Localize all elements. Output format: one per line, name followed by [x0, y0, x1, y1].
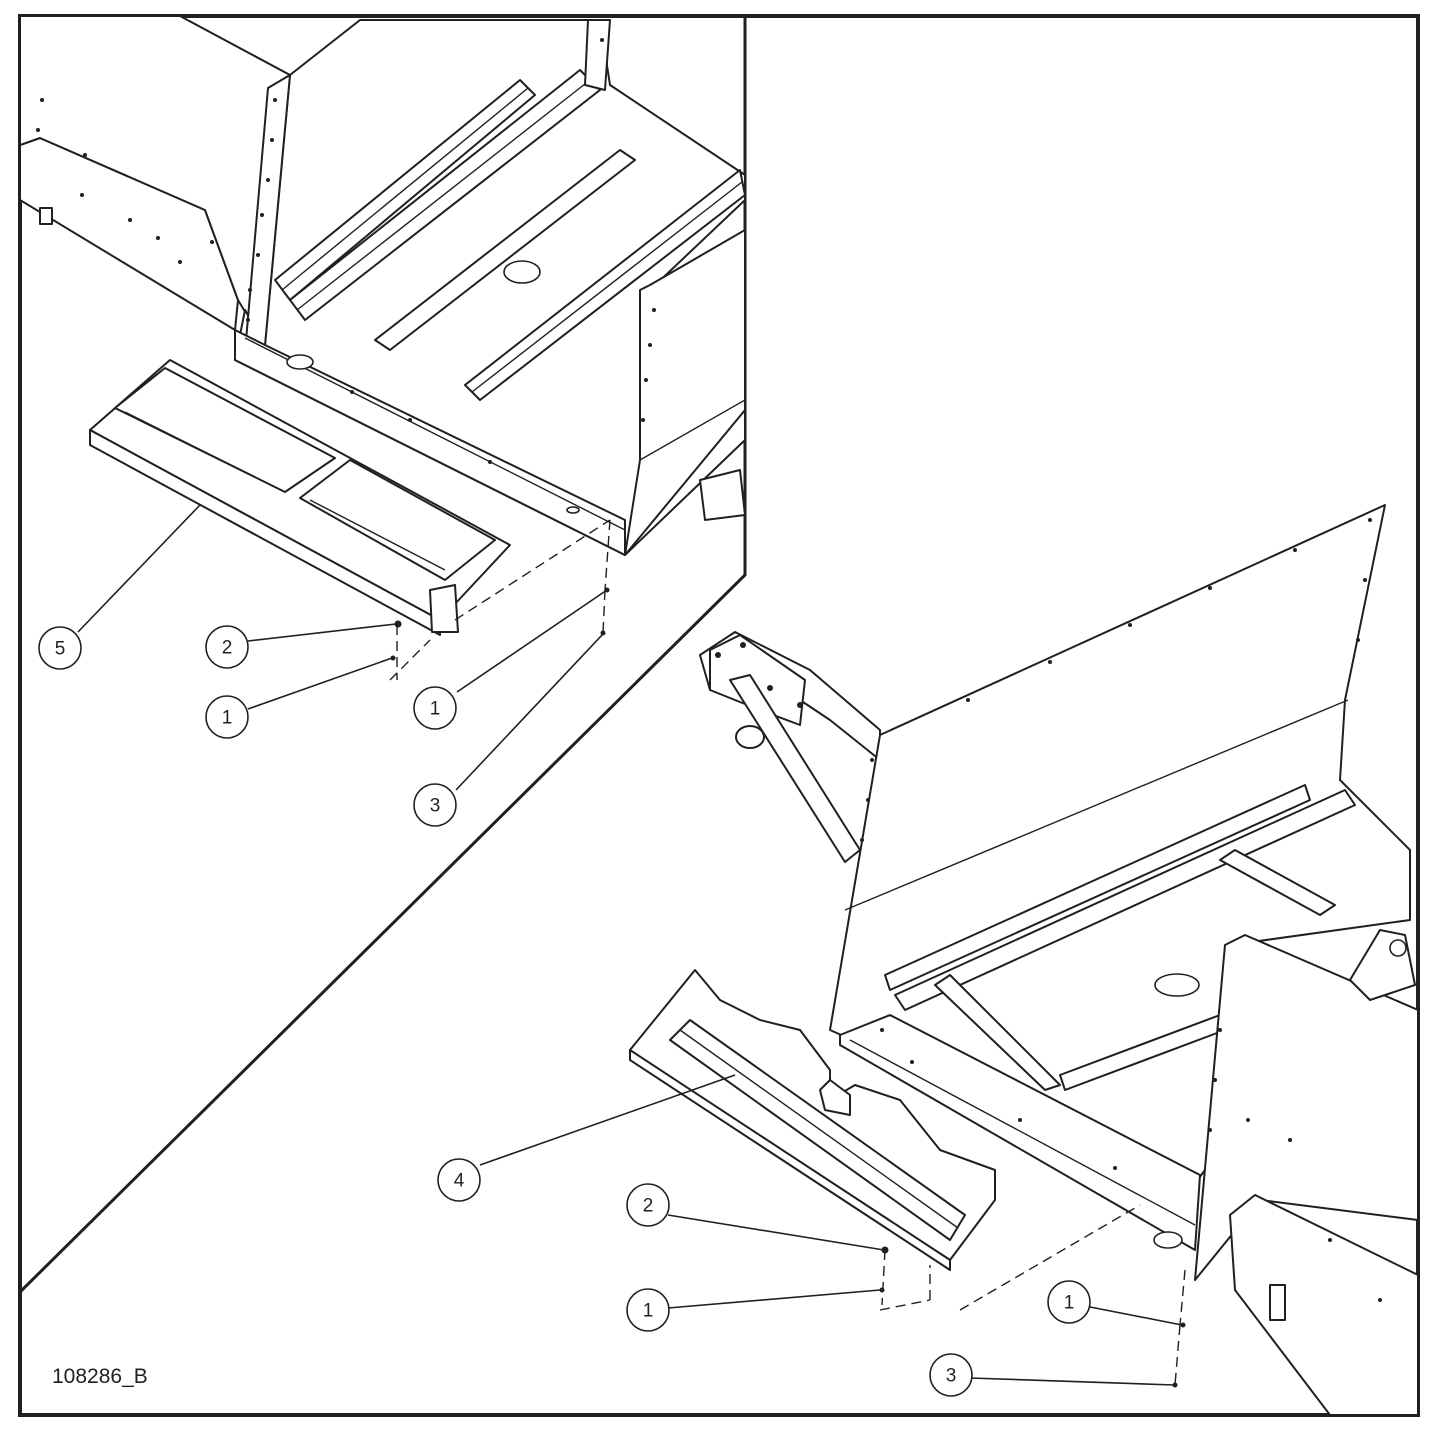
rail-hole-left — [286, 354, 314, 370]
br-rail-2 — [894, 789, 1356, 1011]
part-5-cover-tray — [89, 359, 511, 636]
right-bracket — [699, 469, 745, 521]
svg-text:1: 1 — [643, 1301, 654, 1322]
br-panel-holes — [860, 518, 1382, 1302]
svg-text:4: 4 — [454, 1171, 465, 1192]
drawing-number: 108286_B — [52, 1365, 148, 1388]
br-frame-extension — [1229, 1194, 1418, 1415]
fastener-3-br — [1172, 1382, 1178, 1388]
svg-text:1: 1 — [222, 708, 233, 729]
bottom-right-view — [629, 504, 1418, 1415]
svg-text:3: 3 — [430, 796, 441, 817]
bottom-right-hardware — [479, 1074, 1186, 1388]
callout-5-tl: 5 — [38, 626, 82, 670]
hitch-plate — [709, 634, 806, 726]
callout-1-br-left: 1 — [626, 1288, 670, 1332]
post-top — [584, 19, 611, 91]
br-foot-bracket — [1269, 1284, 1286, 1321]
top-left-hardware — [77, 504, 611, 791]
fastener-1-br-right — [1180, 1322, 1186, 1328]
callout-3-tl: 3 — [413, 783, 457, 827]
floor-hole — [503, 260, 541, 284]
top-left-view — [20, 16, 745, 636]
fastener-1-tl-left — [390, 655, 396, 661]
panel-holes — [36, 38, 656, 464]
rail-cross — [374, 149, 636, 351]
rail-hole-right — [566, 506, 580, 514]
fastener-2-tl — [394, 620, 402, 628]
panel-bracket — [39, 207, 53, 225]
svg-text:5: 5 — [55, 639, 66, 660]
callout-1-br-right: 1 — [1047, 1280, 1091, 1324]
br-floor-hole — [1154, 973, 1200, 997]
br-front-rail — [839, 1014, 1201, 1251]
svg-text:1: 1 — [430, 699, 441, 720]
front-rail — [234, 329, 626, 556]
callout-2-tl: 2 — [205, 625, 249, 669]
br-diagonal-1 — [934, 974, 1061, 1091]
fastener-2-br — [881, 1246, 889, 1254]
br-rail-top — [884, 784, 1311, 991]
svg-text:1: 1 — [1064, 1293, 1075, 1314]
br-diagonal-2 — [1219, 849, 1336, 916]
svg-text:3: 3 — [946, 1366, 957, 1387]
svg-text:2: 2 — [222, 638, 233, 659]
br-lug — [1349, 929, 1416, 1001]
drawing-border — [18, 14, 1420, 1417]
br-rail-hole — [1153, 1231, 1183, 1249]
callout-3-br: 3 — [929, 1353, 973, 1397]
callout-4-br: 4 — [437, 1158, 481, 1202]
hitch-pin — [735, 725, 765, 749]
svg-text:2: 2 — [643, 1196, 654, 1217]
callout-1-tl-right: 1 — [413, 686, 457, 730]
fastener-1-br-left — [879, 1287, 885, 1293]
callout-2-br: 2 — [626, 1183, 670, 1227]
part-4-wheel-cover — [629, 969, 996, 1271]
view-divider-line — [18, 16, 747, 1294]
callout-1-tl-left: 1 — [205, 695, 249, 739]
